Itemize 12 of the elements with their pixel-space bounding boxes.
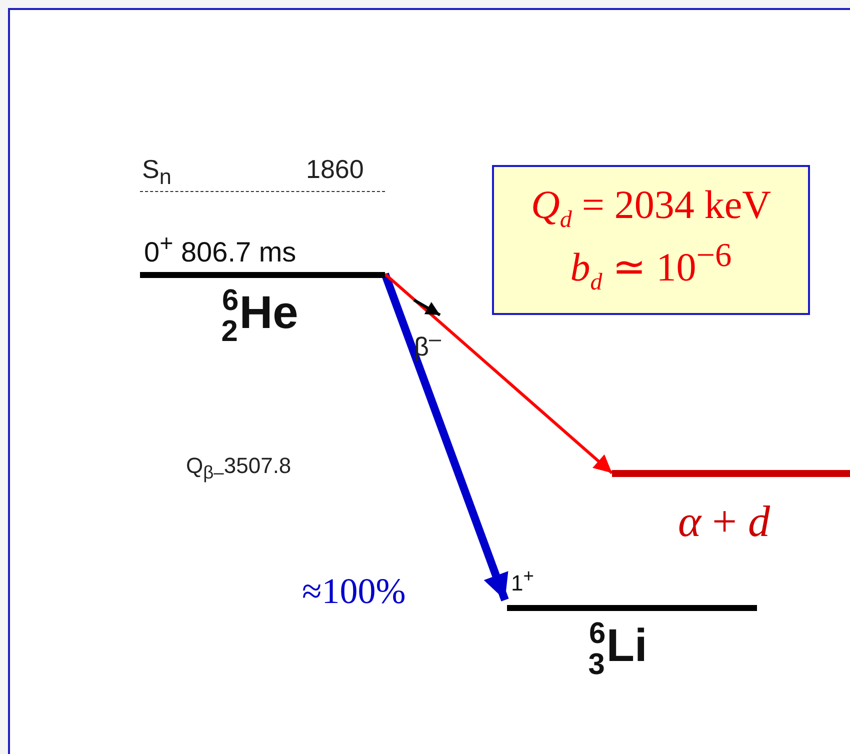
- text-label: Q$_{β–}$3507.8: [186, 453, 292, 484]
- info-box: [492, 165, 810, 315]
- spin-label: 0$^{+}$ 806.7 ms: [144, 230, 296, 268]
- formula: b$_{d}$ ≃ 10$^{−6}$: [569, 237, 733, 296]
- arrow: [381, 272, 509, 602]
- text-label: 1860: [306, 154, 364, 185]
- channel-label: α + d: [678, 496, 770, 547]
- text-label: β$^{–}$: [414, 326, 442, 363]
- text-label: S$_{n}$: [142, 154, 172, 190]
- formula: Q$_{d}$ = 2034 keV: [530, 181, 772, 234]
- spin-label: 1$^{+}$: [511, 565, 534, 596]
- arrow: [384, 272, 613, 474]
